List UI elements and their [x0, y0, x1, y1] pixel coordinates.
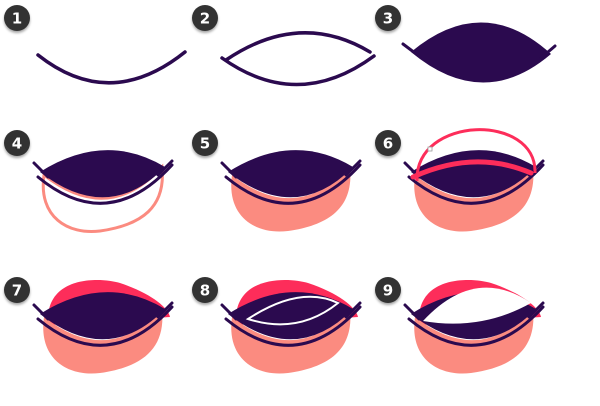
step-panel-4: 4 [4, 130, 174, 234]
step-number: 5 [200, 135, 210, 153]
upper-curve-line [224, 31, 372, 62]
step-number: 1 [12, 10, 22, 28]
badge-circle [192, 277, 218, 303]
lower-lid-shape [414, 167, 534, 232]
lower-lid-shape [231, 167, 351, 232]
lower-eyelid-line [224, 305, 362, 347]
lower-eyelid-line [407, 163, 545, 205]
right-eye-corner-line [156, 301, 174, 319]
lower-eyelid-line [407, 305, 545, 347]
eye-shape [411, 22, 551, 83]
badge-circle [375, 130, 401, 156]
anchor-point-handle [427, 146, 433, 152]
right-eye-corner-line [527, 301, 545, 319]
eye-shape [411, 150, 536, 198]
eye-shape [40, 292, 165, 340]
step-number: 6 [383, 135, 393, 153]
step-number-badge: 8 [192, 277, 218, 303]
eye-shape [40, 150, 165, 198]
lower-lid-shape [43, 309, 163, 374]
lower-eyelid-line [36, 163, 174, 205]
eye-shape [228, 292, 353, 340]
step-panel-5: 5 [192, 130, 362, 232]
right-eye-corner-line [344, 301, 362, 319]
eye-white-shape [423, 287, 531, 324]
badge-circle [192, 5, 218, 31]
badge-circle [4, 277, 30, 303]
step-number: 8 [200, 282, 210, 300]
step-number: 7 [12, 282, 22, 300]
step-number-badge: 6 [375, 130, 401, 156]
right-eye-corner-line [344, 159, 362, 177]
step-number: 4 [12, 135, 22, 153]
left-eye-corner-line [32, 303, 50, 321]
step-panel-8: 8 [192, 277, 362, 374]
eye-white-outline [245, 295, 340, 326]
step-panel-9: 9 [375, 277, 545, 374]
step-panel-1: 1 [4, 5, 187, 85]
right-eye-corner-line [156, 159, 174, 177]
step-number: 3 [383, 10, 393, 28]
upper-lid-base-line [410, 159, 534, 180]
badge-circle [4, 130, 30, 156]
step-panel-6: 6 [375, 128, 545, 232]
lower-lid-shape [231, 309, 351, 374]
lower-curve-line [220, 54, 376, 87]
badge-circle [375, 277, 401, 303]
step-number-badge: 7 [4, 277, 30, 303]
eye-shape [228, 150, 353, 198]
badge-circle [4, 5, 30, 31]
step-panel-3: 3 [375, 5, 557, 83]
left-eye-corner-line [220, 303, 238, 321]
lower-eyelid-line [224, 163, 362, 205]
badge-circle [192, 130, 218, 156]
upper-lid-outline [415, 128, 537, 182]
badge-circle [375, 5, 401, 31]
left-eye-corner-line [403, 303, 421, 321]
lower-curve-line [36, 50, 187, 85]
lower-lid-outline [41, 163, 164, 234]
step-number-badge: 3 [375, 5, 401, 31]
step-number-badge: 2 [192, 5, 218, 31]
step-number: 9 [383, 282, 393, 300]
left-eye-corner-line [32, 161, 50, 179]
step-number-badge: 5 [192, 130, 218, 156]
step-panel-7: 7 [4, 277, 174, 374]
lower-eyelid-line [36, 305, 174, 347]
eye-corner-lines [401, 42, 557, 60]
step-number-badge: 1 [4, 5, 30, 31]
left-eye-corner-line [220, 161, 238, 179]
lower-lid-shape [414, 309, 534, 374]
step-number: 2 [200, 10, 210, 28]
step-panel-2: 2 [192, 5, 376, 87]
step-number-badge: 4 [4, 130, 30, 156]
step-number-badge: 9 [375, 277, 401, 303]
